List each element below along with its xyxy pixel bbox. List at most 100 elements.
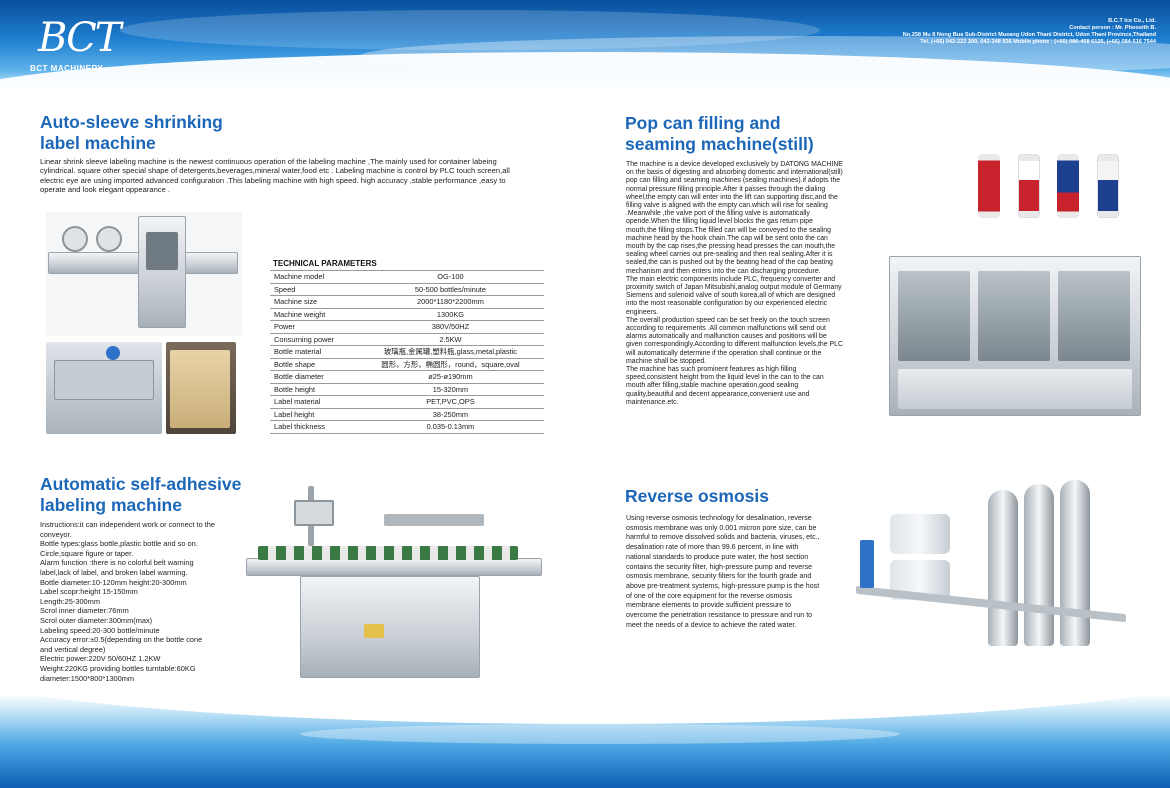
labeling-machine-image [244, 484, 546, 688]
spec-line: Accuracy error:±0.5(depending on the bot… [40, 635, 203, 645]
spec-value: 50-500 bottles/minute [356, 283, 544, 296]
spec-value: 圆形，方形，椭圆形，round，square,oval [356, 358, 544, 371]
spec-label: Machine weight [270, 308, 357, 321]
header-glow [120, 10, 820, 50]
blue-can-image [1057, 154, 1079, 218]
spec-value: PET,PVC,OPS [356, 395, 544, 409]
touch-screen [294, 500, 334, 526]
footer-water [0, 694, 1170, 788]
silver-can-image [1097, 154, 1119, 218]
popcan-paragraph-1: The machine is a device developed exclus… [626, 161, 843, 275]
labeling-cabinet [300, 576, 480, 678]
spec-line: and vertical degree) [40, 644, 106, 654]
spec-line: Electric power:220V 50/60HZ 1.2KW [40, 654, 161, 664]
filling-machine-image [889, 256, 1141, 416]
red-can-image [978, 154, 1000, 218]
spec-value: 2.5KW [356, 333, 544, 346]
spec-line: Scrol inner diameter:76mm [40, 606, 129, 616]
filling-base [898, 369, 1132, 409]
contact-person: Contact person : Mr. Phoosith B. [1069, 25, 1156, 31]
spec-line: Label scopr:height 15-150mm [40, 587, 138, 597]
filter-tank-2 [1024, 484, 1054, 646]
popcan-title-line1: Pop can filling and [625, 113, 781, 133]
spec-line: Alarm function :there is no colorful bel… [40, 558, 194, 568]
spec-table-title: TECHNICAL PARAMETERS [273, 259, 377, 268]
spec-line: Labeling speed:20-300 bottle/minute [40, 625, 160, 635]
popcan-title: Pop can filling and seaming machine(stil… [625, 113, 814, 155]
logo-mark: BCT [38, 15, 121, 61]
spec-label: Machine size [270, 295, 357, 309]
steam-generator-image [166, 342, 236, 434]
header-banner: BCT BCT MACHINERY B.C.T Ice Co., Ltd. Co… [0, 0, 1170, 88]
spec-label: Speed [270, 283, 357, 296]
contact-block: B.C.T Ice Co., Ltd. Contact person : Mr.… [903, 18, 1156, 46]
sleeve-panel [146, 232, 178, 270]
spec-label: Label height [270, 408, 357, 421]
filter-tank-3 [1060, 480, 1090, 646]
spec-label: Bottle shape [270, 358, 357, 371]
footer-wave [0, 694, 1170, 724]
selfadhesive-title-line2: labeling machine [40, 495, 182, 515]
spec-label: Power [270, 320, 357, 334]
spec-value: 2000*1180*2200mm [356, 295, 544, 309]
steam-tunnel-image [46, 342, 162, 434]
spec-label: Label material [270, 395, 357, 409]
contact-company: B.C.T Ice Co., Ltd. [1108, 18, 1156, 24]
tunnel-body [54, 360, 154, 400]
popcan-paragraph-2: The main electric components include PLC… [626, 275, 842, 316]
tunnel-motor [106, 346, 120, 360]
selfadhesive-title: Automatic self-adhesive labeling machine [40, 474, 241, 516]
spec-line: Scrol outer diameter:300mm(max) [40, 615, 153, 625]
spec-line: Bottle types:glass bottle,plastic bottle… [40, 539, 198, 549]
popcan-paragraph-3: The overall production speed can be set … [626, 316, 843, 365]
ro-title: Reverse osmosis [625, 486, 769, 506]
roll-right [96, 226, 122, 252]
spec-label: Label thickness [270, 420, 357, 434]
sleeve-title-line2: label machine [40, 133, 156, 153]
popcan-title-line2: seaming machine(still) [625, 134, 814, 154]
contact-address: No.258 Mu 8 Nong Bua Sub-District Mueang… [902, 32, 1156, 38]
filling-window-2 [978, 271, 1050, 361]
spec-line: Instructions:it can independent work or … [40, 520, 216, 529]
filter-tank-1 [988, 490, 1018, 646]
filling-window-1 [898, 271, 970, 361]
sleeve-title-line1: Auto-sleeve shrinking [40, 112, 223, 132]
selfadhesive-specs: Instructions:it can independent work or … [40, 520, 250, 683]
sleeve-description: Linear shrink sleeve labeling machine is… [40, 157, 510, 195]
spec-line: diameter:1500*800*1300mm [40, 673, 135, 683]
spec-label: Bottle height [270, 383, 357, 396]
contact-phone: Tel. (+66) 042-222 300, 042-248 936 Mobi… [920, 39, 1156, 45]
reverse-osmosis-image [850, 480, 1136, 686]
filling-window-3 [1058, 271, 1130, 361]
popcan-description: The machine is a device developed exclus… [626, 161, 844, 407]
spec-line: conveyor. [40, 529, 72, 539]
ro-description: Using reverse osmosis technology for des… [626, 514, 820, 629]
spec-value: 15-320mm [356, 383, 544, 396]
spec-value: 玻璃瓶,金属罐,塑料瓶,glass,metal,plastic [356, 345, 544, 359]
sleeve-title: Auto-sleeve shrinking label machine [40, 112, 223, 154]
footer-ripple [300, 724, 900, 744]
spec-value: OG-100 [356, 270, 544, 284]
sleeve-machine-image [46, 212, 242, 336]
warning-label [364, 624, 384, 638]
spec-value: 0.035-0.13mm [356, 420, 544, 434]
spec-value: 38-250mm [356, 408, 544, 421]
membrane-housing-1 [890, 514, 950, 554]
spec-line: Circle,square figure or taper. [40, 548, 134, 558]
generator-box [170, 350, 230, 428]
spec-value: 1300KG [356, 308, 544, 321]
popcan-paragraph-4: The machine has such prominent features … [626, 366, 824, 406]
selfadhesive-title-line1: Automatic self-adhesive [40, 474, 242, 494]
